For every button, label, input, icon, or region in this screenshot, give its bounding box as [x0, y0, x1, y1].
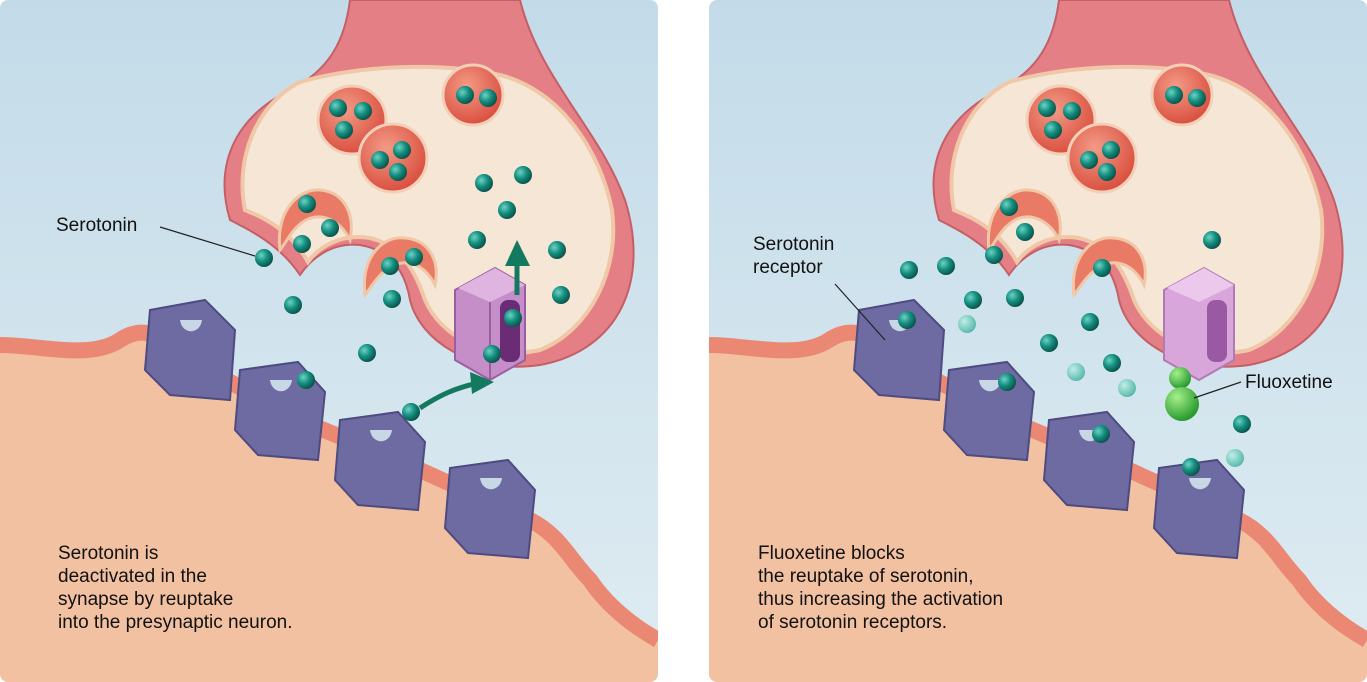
receptor — [335, 412, 425, 510]
caption-reuptake: Serotonin is deactivated in the synapse … — [58, 542, 293, 634]
panel-fluoxetine: Serotonin receptor Fluoxetine Fluoxetine… — [709, 0, 1367, 682]
vesicle — [359, 124, 427, 192]
fluoxetine-label: Fluoxetine — [1245, 371, 1333, 394]
reuptake-transporter-blocked — [1164, 268, 1234, 380]
receptor — [1154, 460, 1244, 558]
vesicle — [1068, 124, 1136, 192]
receptor — [944, 362, 1034, 460]
receptor — [445, 460, 535, 558]
caption-fluoxetine: Fluoxetine blocks the reuptake of seroto… — [758, 542, 1003, 634]
serotonin-receptor-label: Serotonin receptor — [753, 233, 834, 279]
serotonin-label: Serotonin — [56, 214, 137, 237]
panel-reuptake: Serotonin Serotonin is deactivated in th… — [0, 0, 658, 682]
receptor — [1044, 412, 1134, 510]
